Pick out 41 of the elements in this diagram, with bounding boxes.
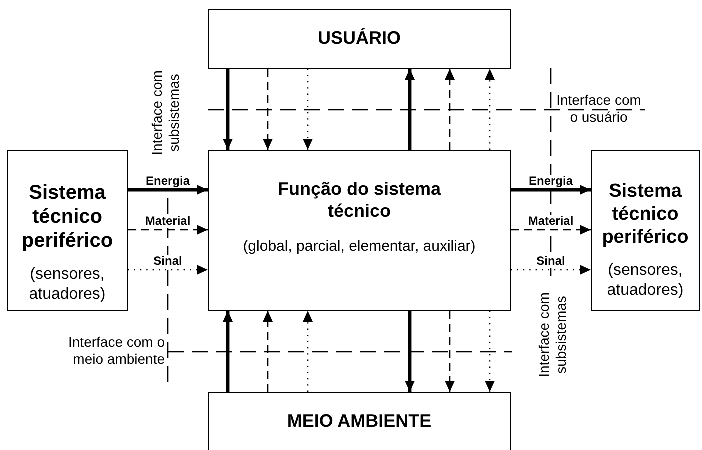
arrow <box>485 69 495 150</box>
arrow <box>511 225 591 235</box>
edge-label: Energia <box>528 175 574 188</box>
interface-label: Interface com subsistemas <box>149 70 183 158</box>
arrow <box>405 311 415 392</box>
process-box <box>208 392 511 450</box>
box-title: Sistema técnico periférico <box>20 181 114 253</box>
edge-label: Sinal <box>536 255 566 268</box>
process-box <box>591 150 700 311</box>
edge-label: Material <box>527 215 575 228</box>
arrow <box>128 225 208 235</box>
arrow <box>223 311 233 392</box>
box-description: (sensores, atuadores) <box>28 265 107 305</box>
arrow <box>128 265 208 275</box>
box-title: USUÁRIO <box>318 28 401 50</box>
box-description: (sensores, atuadores) <box>606 261 685 302</box>
arrow <box>485 311 495 392</box>
arrow <box>405 69 415 150</box>
box-title: Sistema técnico periférico <box>601 181 690 250</box>
arrow <box>445 69 455 150</box>
edge-label: Energia <box>145 175 191 188</box>
edge-label: Material <box>144 215 192 228</box>
process-box <box>208 9 511 69</box>
arrow <box>223 69 233 150</box>
arrow <box>263 69 273 150</box>
arrow <box>263 311 273 392</box>
box-title: MEIO AMBIENTE <box>287 410 432 432</box>
box-description: (global, parcial, elementar, auxiliar) <box>243 238 476 257</box>
interface-label: Interface com subsistemas <box>536 292 570 380</box>
interface-label: Interface com o meio ambiente <box>68 334 165 368</box>
arrow <box>511 265 591 275</box>
arrow <box>303 311 313 392</box>
arrow <box>303 69 313 150</box>
box-title: Função do sistema técnico <box>277 179 442 222</box>
arrow <box>445 311 455 392</box>
process-box <box>208 150 511 311</box>
edge-label: Sinal <box>152 255 184 268</box>
arrow <box>128 185 208 195</box>
arrow <box>511 185 591 195</box>
process-box <box>7 150 128 311</box>
interface-label: Interface com o usuário <box>556 92 642 126</box>
